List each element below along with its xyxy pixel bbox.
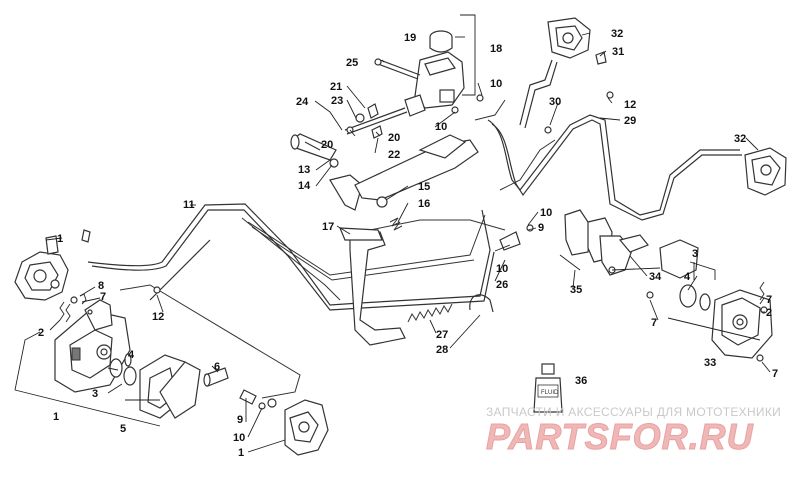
bushing-15 bbox=[376, 196, 388, 208]
piston-4-right bbox=[679, 284, 711, 311]
callout-label: 36 bbox=[575, 375, 587, 387]
clevis-pin-13 bbox=[290, 133, 337, 161]
callout-label: 7 bbox=[772, 368, 778, 380]
callout-label: 8 bbox=[98, 280, 104, 292]
caliper-front-left bbox=[14, 235, 69, 301]
caliper-assembly-33 bbox=[659, 239, 773, 359]
banjo-bolt-9 bbox=[239, 389, 266, 410]
callout-label: 10 bbox=[496, 263, 508, 275]
callout-label: 3 bbox=[92, 388, 98, 400]
clips-7-8 bbox=[70, 293, 93, 315]
callout-label: 10 bbox=[490, 78, 502, 90]
callout-label: 22 bbox=[388, 149, 400, 161]
callout-label: 7 bbox=[651, 317, 657, 329]
bolt-12-30 bbox=[544, 91, 614, 134]
callout-label: 18 bbox=[490, 43, 502, 55]
callout-label: 7 bbox=[766, 294, 772, 306]
svg-text:FLUID: FLUID bbox=[541, 390, 559, 396]
callout-label: 32 bbox=[611, 28, 623, 40]
callout-label: 35 bbox=[570, 284, 582, 296]
cotter-pin-28 bbox=[469, 294, 494, 313]
watermark-subtitle: ЗАПЧАСТИ И АКСЕССУАРЫ ДЛЯ МОТОТЕХНИКИ bbox=[486, 405, 782, 419]
callout-label: 5 bbox=[120, 423, 126, 435]
rear-caliper-top bbox=[547, 17, 607, 65]
callout-label: 9 bbox=[237, 414, 243, 426]
callout-label: 28 bbox=[436, 344, 448, 356]
callout-label: 27 bbox=[436, 329, 448, 341]
brake-pads-left bbox=[139, 354, 201, 419]
leader-lines bbox=[45, 14, 771, 453]
callout-label: 17 bbox=[322, 221, 334, 233]
callout-label: 15 bbox=[418, 181, 430, 193]
callout-label: 10 bbox=[233, 432, 245, 444]
spring-2-left bbox=[59, 301, 71, 323]
callout-label: 3 bbox=[692, 248, 698, 260]
callout-label: 26 bbox=[496, 279, 508, 291]
bleeder-screw-small bbox=[81, 229, 91, 243]
callout-labels: 1 1 1 2 2 3 3 4 4 5 6 7 7 7 7 8 9 9 10 1… bbox=[38, 28, 778, 459]
callout-label: 4 bbox=[128, 349, 135, 361]
callout-label: 7 bbox=[100, 291, 106, 303]
callout-label: 33 bbox=[704, 357, 716, 369]
callout-label: 1 bbox=[238, 447, 244, 459]
callout-label: 25 bbox=[346, 57, 358, 69]
callout-label: 20 bbox=[388, 132, 400, 144]
line-fittings bbox=[153, 94, 534, 294]
brake-lines bbox=[87, 59, 742, 399]
callout-label: 2 bbox=[38, 327, 44, 339]
brake-pedal bbox=[329, 134, 479, 346]
return-spring-27 bbox=[407, 303, 453, 323]
o-rings-7 bbox=[646, 291, 768, 362]
callout-label: 32 bbox=[734, 133, 746, 145]
master-cylinder bbox=[374, 30, 465, 117]
callout-label: 10 bbox=[540, 207, 552, 219]
callout-label: 1 bbox=[57, 233, 63, 245]
callout-label: 19 bbox=[404, 32, 416, 44]
caliper-assembly-rear-left bbox=[54, 299, 131, 393]
spring-2-right bbox=[759, 281, 765, 301]
callout-label: 13 bbox=[298, 164, 310, 176]
pistons bbox=[109, 353, 137, 386]
callout-label: 10 bbox=[435, 121, 447, 133]
callout-label: 20 bbox=[321, 139, 333, 151]
callout-label: 1 bbox=[53, 411, 59, 423]
callout-label: 16 bbox=[418, 198, 430, 210]
callout-label: 11 bbox=[183, 199, 195, 211]
callout-label: 12 bbox=[624, 99, 636, 111]
caliper-front-left-lower bbox=[267, 398, 329, 456]
watermark-logo: PARTSFOR.RU bbox=[486, 416, 754, 458]
rear-caliper-right bbox=[744, 147, 787, 196]
callout-label: 12 bbox=[152, 311, 164, 323]
callout-label: 31 bbox=[612, 46, 624, 58]
callout-label: 4 bbox=[684, 271, 691, 283]
callout-label: 24 bbox=[296, 96, 309, 108]
callout-label: 21 bbox=[330, 81, 342, 93]
callout-label: 2 bbox=[766, 307, 772, 319]
callout-label: 14 bbox=[298, 180, 311, 192]
callout-label: 29 bbox=[624, 115, 636, 127]
brake-fluid-bottle: FLUID bbox=[533, 363, 563, 413]
brackets-33-35 bbox=[559, 254, 761, 341]
callout-label: 30 bbox=[549, 96, 561, 108]
bracket-lines bbox=[14, 331, 161, 427]
callout-label: 6 bbox=[214, 361, 220, 373]
pad-pin bbox=[203, 367, 229, 387]
callout-label: 23 bbox=[331, 95, 343, 107]
callout-label: 34 bbox=[649, 271, 662, 283]
callout-label: 9 bbox=[538, 222, 544, 234]
pushrod-assembly bbox=[344, 103, 408, 139]
spring-16 bbox=[389, 217, 403, 231]
brake-pads-35 bbox=[564, 209, 633, 276]
